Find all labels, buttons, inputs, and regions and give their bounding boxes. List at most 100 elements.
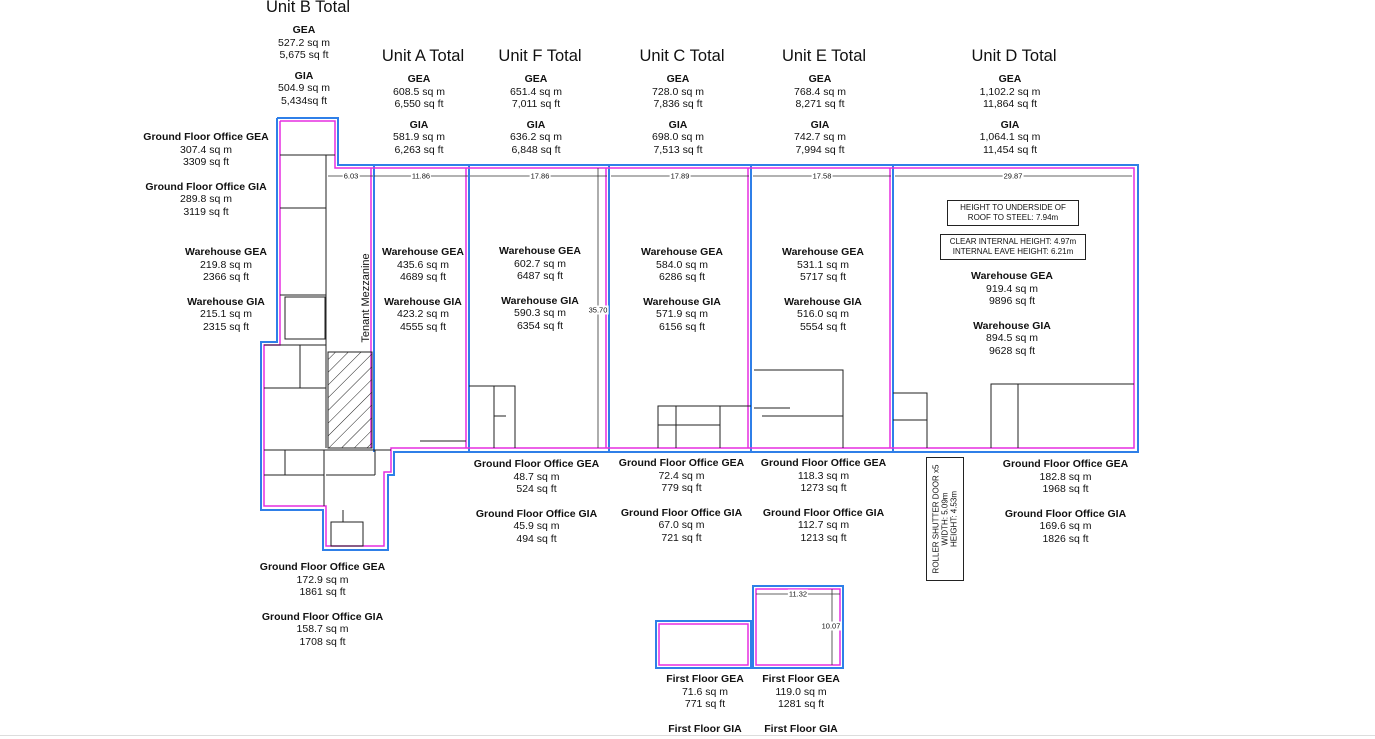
clear-height-text: CLEAR INTERNAL HEIGHT: 4.97m [949,237,1077,246]
area-label: GIA [668,118,688,131]
area-label: First Floor GIA [764,722,838,735]
tenant-mezzanine-label: Tenant Mezzanine [360,253,372,343]
area-value: 48.7 sq m [513,470,560,483]
area-label: Warehouse GIA [501,294,579,307]
dimension-label: 11.86 [410,171,432,181]
interior-walls [264,154,1134,547]
shutter-count-text: ROLLER SHUTTER DOOR x5 [931,464,941,574]
area-value: 112.7 sq m [797,519,850,531]
area-value: 67.0 sq m [658,519,705,531]
area-value: 516.0 sq m [797,308,849,320]
unit-b-totals: GEA 527.2 sq m 5,675 sq ft GIA 504.9 sq … [254,24,354,107]
area-value: 1826 sq ft [1042,532,1089,545]
area-label: Ground Floor Office GIA [1004,507,1127,520]
area-value: 5,434sq ft [280,94,328,107]
area-value: 6286 sq ft [658,271,706,283]
area-label: Ground Floor Office GIA [475,507,598,520]
area-value: 7,836 sq ft [653,98,703,110]
dimension-label: 17.86 [529,171,551,181]
unit-a-title: Unit A Total [381,47,465,65]
unit-f-totals: GEA 651.4 sq m 7,011 sq ft GIA 636.2 sq … [486,73,586,156]
area-value: 4689 sq ft [399,271,447,283]
area-label: Warehouse GEA [971,270,1053,282]
unit-b-office-areas: Ground Floor Office GEA 307.4 sq m 3309 … [135,131,277,218]
internal-heights-note: CLEAR INTERNAL HEIGHT: 4.97m INTERNAL EA… [940,234,1086,260]
area-label: Warehouse GEA [782,246,864,258]
unit-c-title: Unit C Total [639,47,725,65]
area-value: 11,454 sq ft [982,143,1038,156]
unit-d-totals: GEA 1,102.2 sq m 11,864 sq ft GIA 1,064.… [960,73,1060,156]
area-value: 779 sq ft [661,482,702,494]
unit-c-office-areas: Ground Floor Office GEA 72.4 sq m 779 sq… [609,457,754,544]
area-value: 6156 sq ft [658,320,706,333]
area-label: GIA [810,118,830,131]
area-value: 636.2 sq m [510,131,562,143]
unit-c-warehouse-areas: Warehouse GEA 584.0 sq m 6286 sq ft Ware… [632,246,732,333]
area-value: 11,864 sq ft [982,98,1038,110]
area-value: 119.0 sq m [775,685,827,698]
area-label: GEA [666,73,690,85]
area-value: 118.3 sq m [797,469,850,482]
area-value: 182.8 sq m [1039,470,1092,483]
unit-a-office-areas: Ground Floor Office GEA 172.9 sq m 1861 … [250,561,395,648]
unit-b-warehouse-areas: Warehouse GEA 219.8 sq m 2366 sq ft Ware… [165,246,287,333]
area-label: GEA [292,24,316,36]
area-label: Ground Floor Office GIA [145,180,267,193]
area-value: 423.2 sq m [397,308,449,320]
area-value: 1281 sq ft [777,698,825,710]
area-value: 4555 sq ft [399,320,447,333]
mezzanine-hatch [327,351,373,449]
area-label: GEA [808,73,832,85]
area-value: 45.9 sq m [513,520,560,532]
area-value: 435.6 sq m [397,258,449,271]
unit-e-first-floor-areas: First Floor GEA 119.0 sq m 1281 sq ft Fi… [751,673,851,735]
unit-c-first-floor-areas: First Floor GEA 71.6 sq m 771 sq ft Firs… [655,673,755,735]
unit-d-title: Unit D Total [971,47,1057,65]
area-value: 6,263 sq ft [394,143,444,156]
area-value: 1273 sq ft [800,482,847,494]
roof-height-note: HEIGHT TO UNDERSIDE OF ROOF TO STEEL: 7.… [947,200,1079,226]
unit-d-office-areas: Ground Floor Office GEA 182.8 sq m 1968 … [993,458,1138,545]
area-label: GIA [409,118,429,131]
unit-a-warehouse-areas: Warehouse GEA 435.6 sq m 4689 sq ft Ware… [373,246,473,333]
area-value: 1,102.2 sq m [979,85,1041,98]
area-value: 9628 sq ft [988,344,1036,357]
area-label: Ground Floor Office GEA [473,458,600,470]
area-value: 1861 sq ft [299,586,346,598]
area-value: 3119 sq ft [183,205,229,218]
area-label: GEA [998,73,1022,85]
area-value: 307.4 sq m [180,143,232,156]
gea-outline [260,117,1139,669]
area-label: Warehouse GIA [187,295,265,308]
eave-height-text: INTERNAL EAVE HEIGHT: 6.21m [952,247,1074,256]
area-value: 531.1 sq m [797,258,849,271]
area-value: 7,994 sq ft [795,143,845,156]
area-value: 72.4 sq m [658,469,705,482]
area-value: 571.9 sq m [656,308,708,320]
area-value: 524 sq ft [516,483,557,495]
area-label: Ground Floor Office GEA [618,457,745,469]
area-value: 8,271 sq ft [795,98,845,110]
area-label: Ground Floor Office GIA [261,610,384,623]
unit-f-title: Unit F Total [498,47,582,65]
area-value: 2315 sq ft [202,320,250,333]
area-value: 651.4 sq m [510,85,562,98]
area-label: Ground Floor Office GEA [1002,458,1129,470]
area-label: Warehouse GEA [641,246,723,258]
area-label: First Floor GEA [666,673,744,685]
area-value: 6487 sq ft [516,270,564,282]
area-label: Ground Floor Office GIA [762,506,885,519]
area-label: GIA [294,69,314,82]
area-label: Warehouse GIA [643,295,721,308]
dimension-label: 10.07 [820,621,842,631]
area-value: 2366 sq ft [202,271,250,283]
area-value: 584.0 sq m [656,258,708,271]
area-value: 6354 sq ft [516,319,564,332]
dimension-label: 17.89 [669,171,691,181]
area-value: 590.3 sq m [514,307,566,319]
unit-b-title: Unit B Total [265,0,351,16]
area-value: 1708 sq ft [299,635,346,648]
unit-f-office-areas: Ground Floor Office GEA 48.7 sq m 524 sq… [464,458,609,545]
area-label: GEA [407,73,431,85]
area-value: 172.9 sq m [296,573,349,586]
